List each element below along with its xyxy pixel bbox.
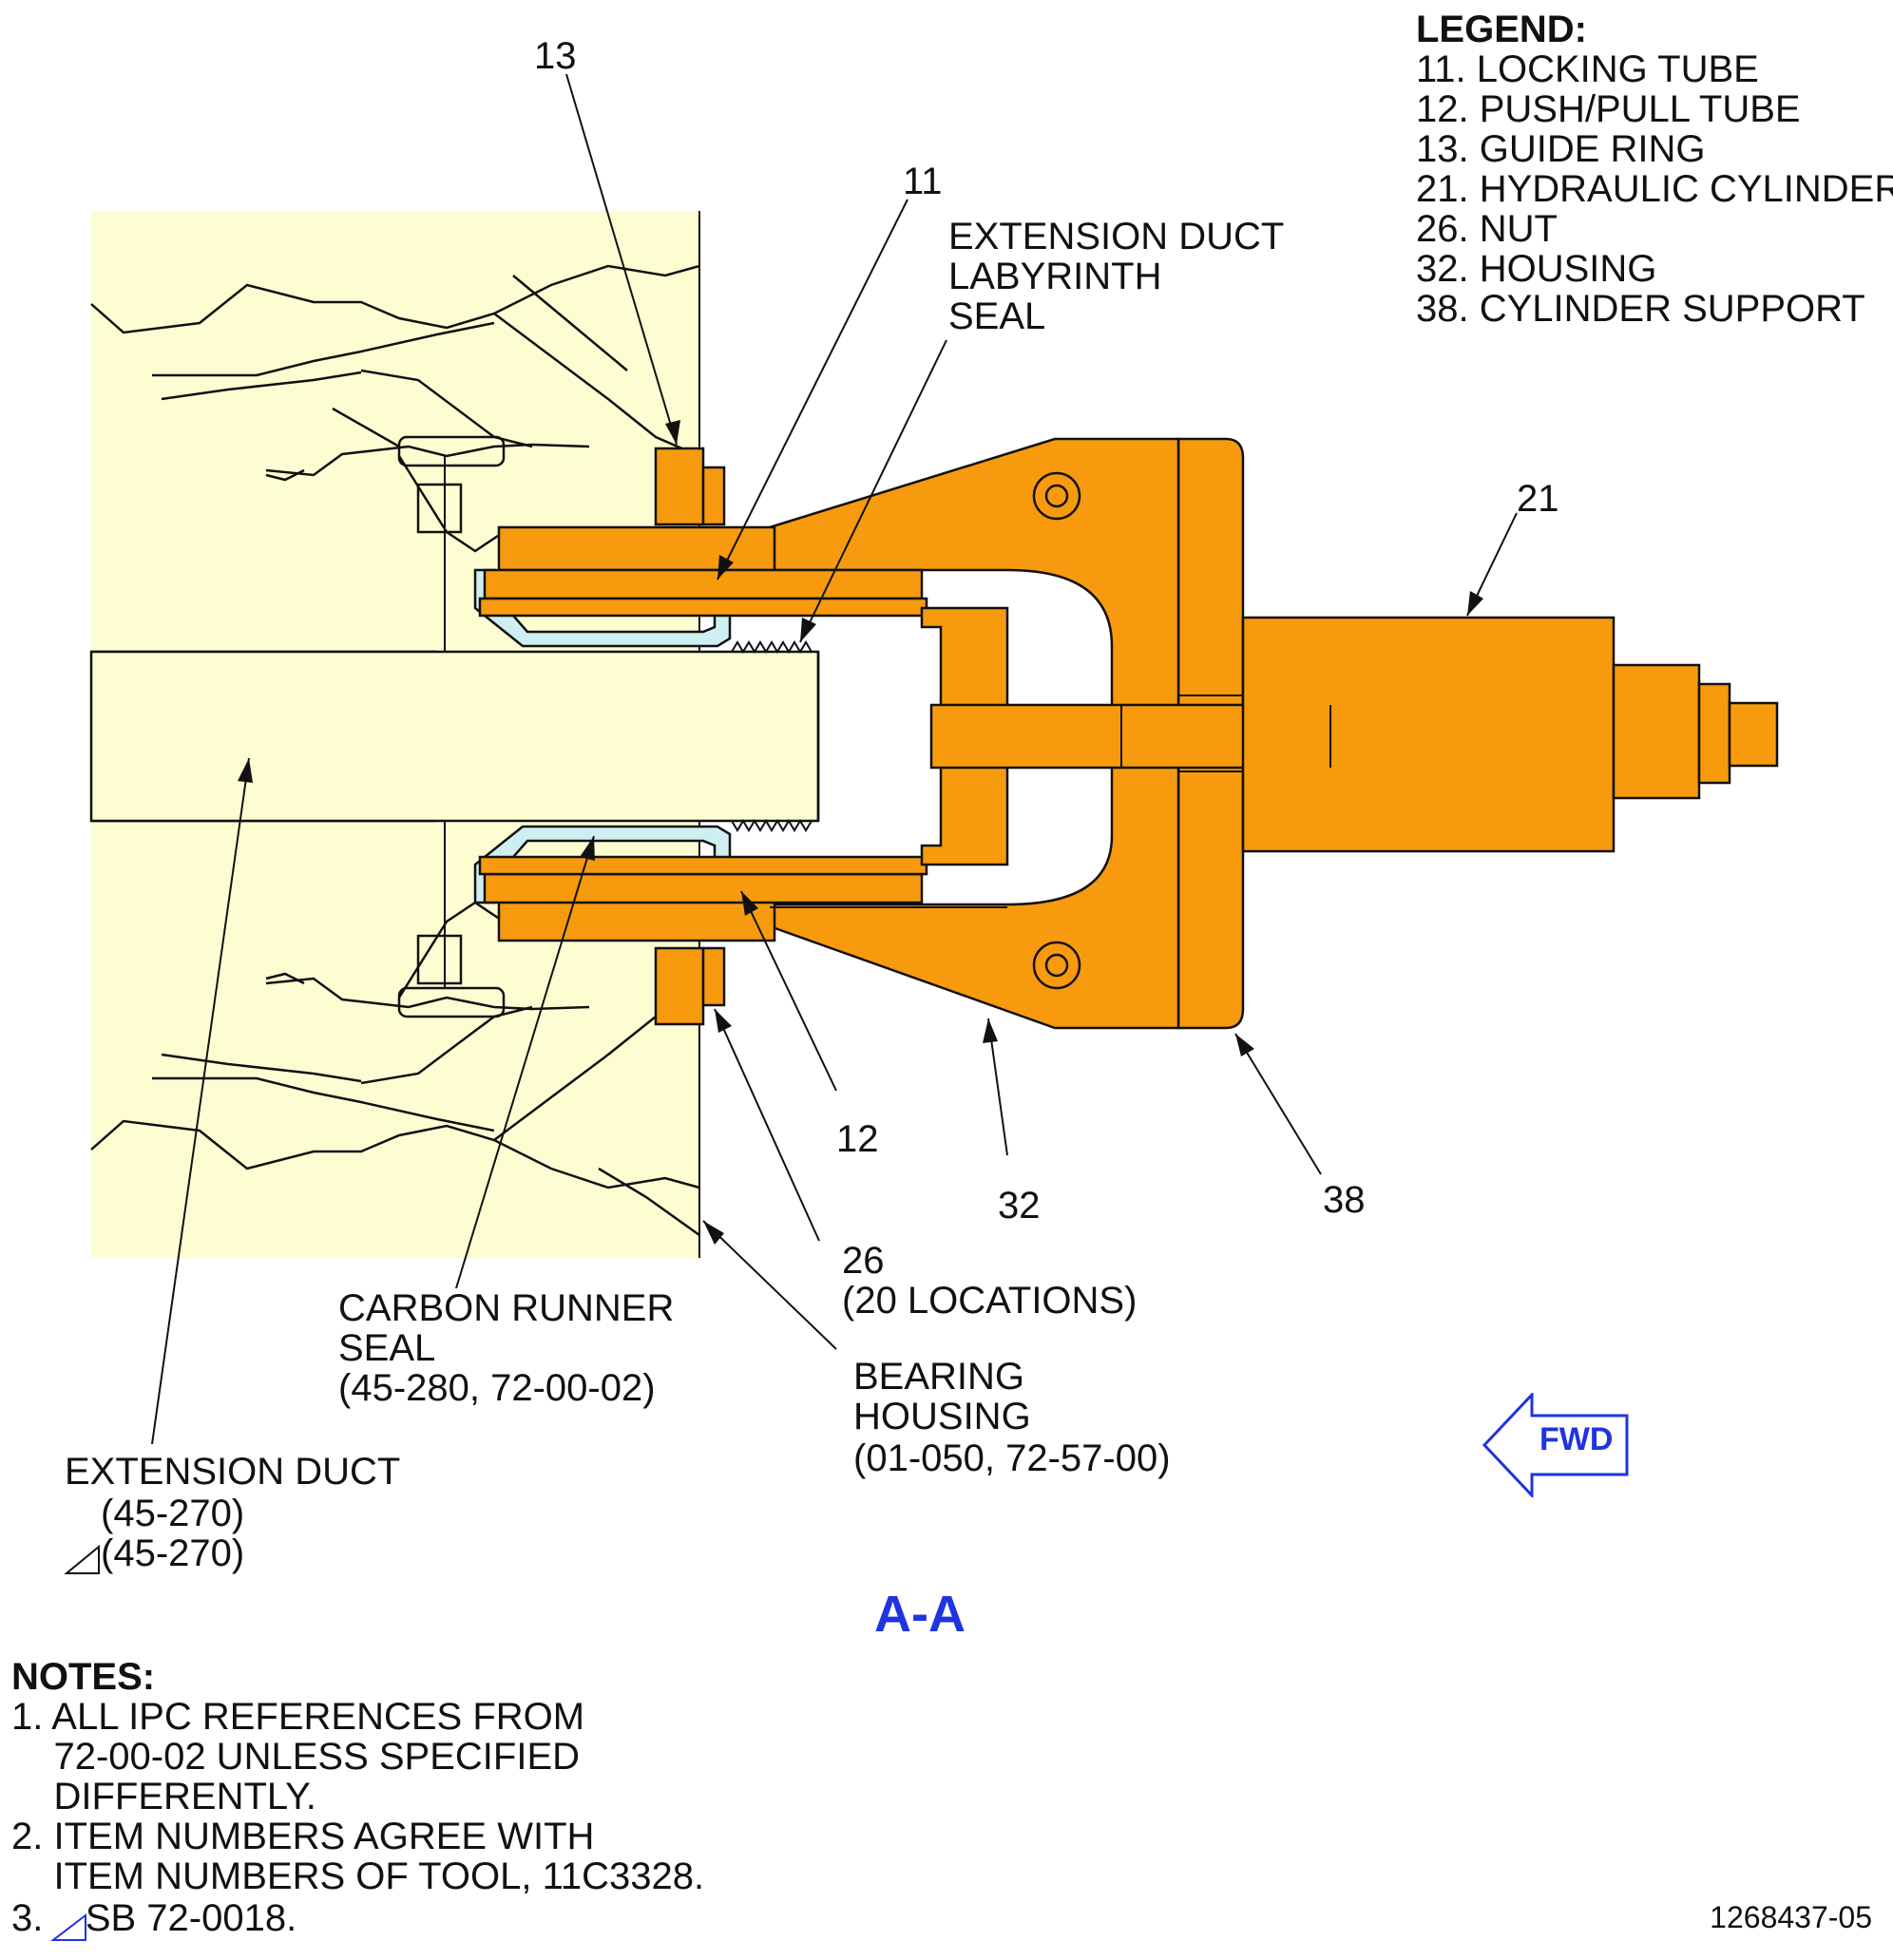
callout-21: 21 xyxy=(1517,478,1559,520)
callout-11: 11 xyxy=(903,161,943,202)
note-line: 1. ALL IPC REFERENCES FROM xyxy=(11,1696,585,1738)
locking-tube-lower xyxy=(483,872,924,904)
internal-lines xyxy=(770,695,1331,908)
revision-marker-icon-note xyxy=(50,1912,86,1941)
label-extension-duct-line2: (45-270) xyxy=(101,1493,245,1534)
legend-item: 32. HOUSING xyxy=(1416,248,1657,290)
guide-ring-upper xyxy=(654,447,705,526)
legend-item: 21. HYDRAULIC CYLINDER xyxy=(1416,168,1893,210)
callout-26: 26 xyxy=(842,1240,885,1282)
guide-ring-lower xyxy=(654,946,705,1026)
push-pull-tube-lower xyxy=(478,855,928,876)
fwd-label: FWD xyxy=(1539,1421,1614,1457)
fwd-arrow-icon xyxy=(1482,1393,1629,1497)
document-number: 1268437-05 xyxy=(1710,1900,1872,1934)
label-labyrinth-seal-line1: EXTENSION DUCT xyxy=(948,216,1285,257)
legend-item: 12. PUSH/PULL TUBE xyxy=(1416,88,1801,130)
legend-item: 13. GUIDE RING xyxy=(1416,128,1706,170)
callout-12: 12 xyxy=(836,1118,879,1160)
callout-38: 38 xyxy=(1323,1179,1366,1221)
legend-item: 11. LOCKING TUBE xyxy=(1416,48,1759,90)
labyrinth-teeth xyxy=(731,640,813,832)
label-bearing-housing-line2: HOUSING xyxy=(853,1396,1031,1437)
view-title: A-A xyxy=(874,1586,966,1643)
leader-arrowheads xyxy=(238,420,1483,1245)
callout-13: 13 xyxy=(534,35,577,77)
housing xyxy=(768,437,1180,1030)
label-labyrinth-seal-line3: SEAL xyxy=(948,295,1046,337)
note-line: DIFFERENTLY. xyxy=(11,1776,316,1817)
notes-title: NOTES: xyxy=(11,1656,156,1698)
revision-marker-icon xyxy=(64,1544,100,1574)
label-bearing-housing-line1: BEARING xyxy=(853,1356,1025,1398)
note-line: 3. SB 72-0018. xyxy=(11,1897,297,1939)
label-labyrinth-seal-line2: LABYRINTH xyxy=(948,256,1162,297)
legend-item: 38. CYLINDER SUPPORT xyxy=(1416,288,1865,330)
label-extension-duct-line3: (45-270) xyxy=(101,1532,245,1574)
nut-upper xyxy=(701,466,726,526)
label-carbon-runner-line1: CARBON RUNNER xyxy=(338,1287,675,1329)
note-line: ITEM NUMBERS OF TOOL, 11C3328. xyxy=(11,1855,705,1897)
nut-lower xyxy=(701,946,726,1007)
extension-duct-shaft xyxy=(89,650,820,823)
hydraulic-cylinder xyxy=(1241,616,1616,853)
tool-assembly xyxy=(478,437,1779,1030)
push-pull-tube-upper xyxy=(478,597,928,618)
pivot-pins xyxy=(1032,471,1081,990)
legend-title: LEGEND: xyxy=(1416,9,1587,50)
callout-26-locations: (20 LOCATIONS) xyxy=(842,1280,1138,1322)
label-extension-duct-line1: EXTENSION DUCT xyxy=(65,1451,401,1493)
locking-tube-upper xyxy=(483,568,924,600)
callout-32: 32 xyxy=(998,1185,1041,1227)
label-carbon-runner-line2: SEAL xyxy=(338,1327,436,1369)
label-carbon-runner-line3: (45-280, 72-00-02) xyxy=(338,1367,656,1409)
note-line: 72-00-02 UNLESS SPECIFIED xyxy=(11,1736,581,1778)
legend-item: 26. NUT xyxy=(1416,208,1558,250)
label-bearing-housing-line3: (01-050, 72-57-00) xyxy=(853,1437,1171,1479)
note-line: 2. ITEM NUMBERS AGREE WITH xyxy=(11,1816,595,1857)
